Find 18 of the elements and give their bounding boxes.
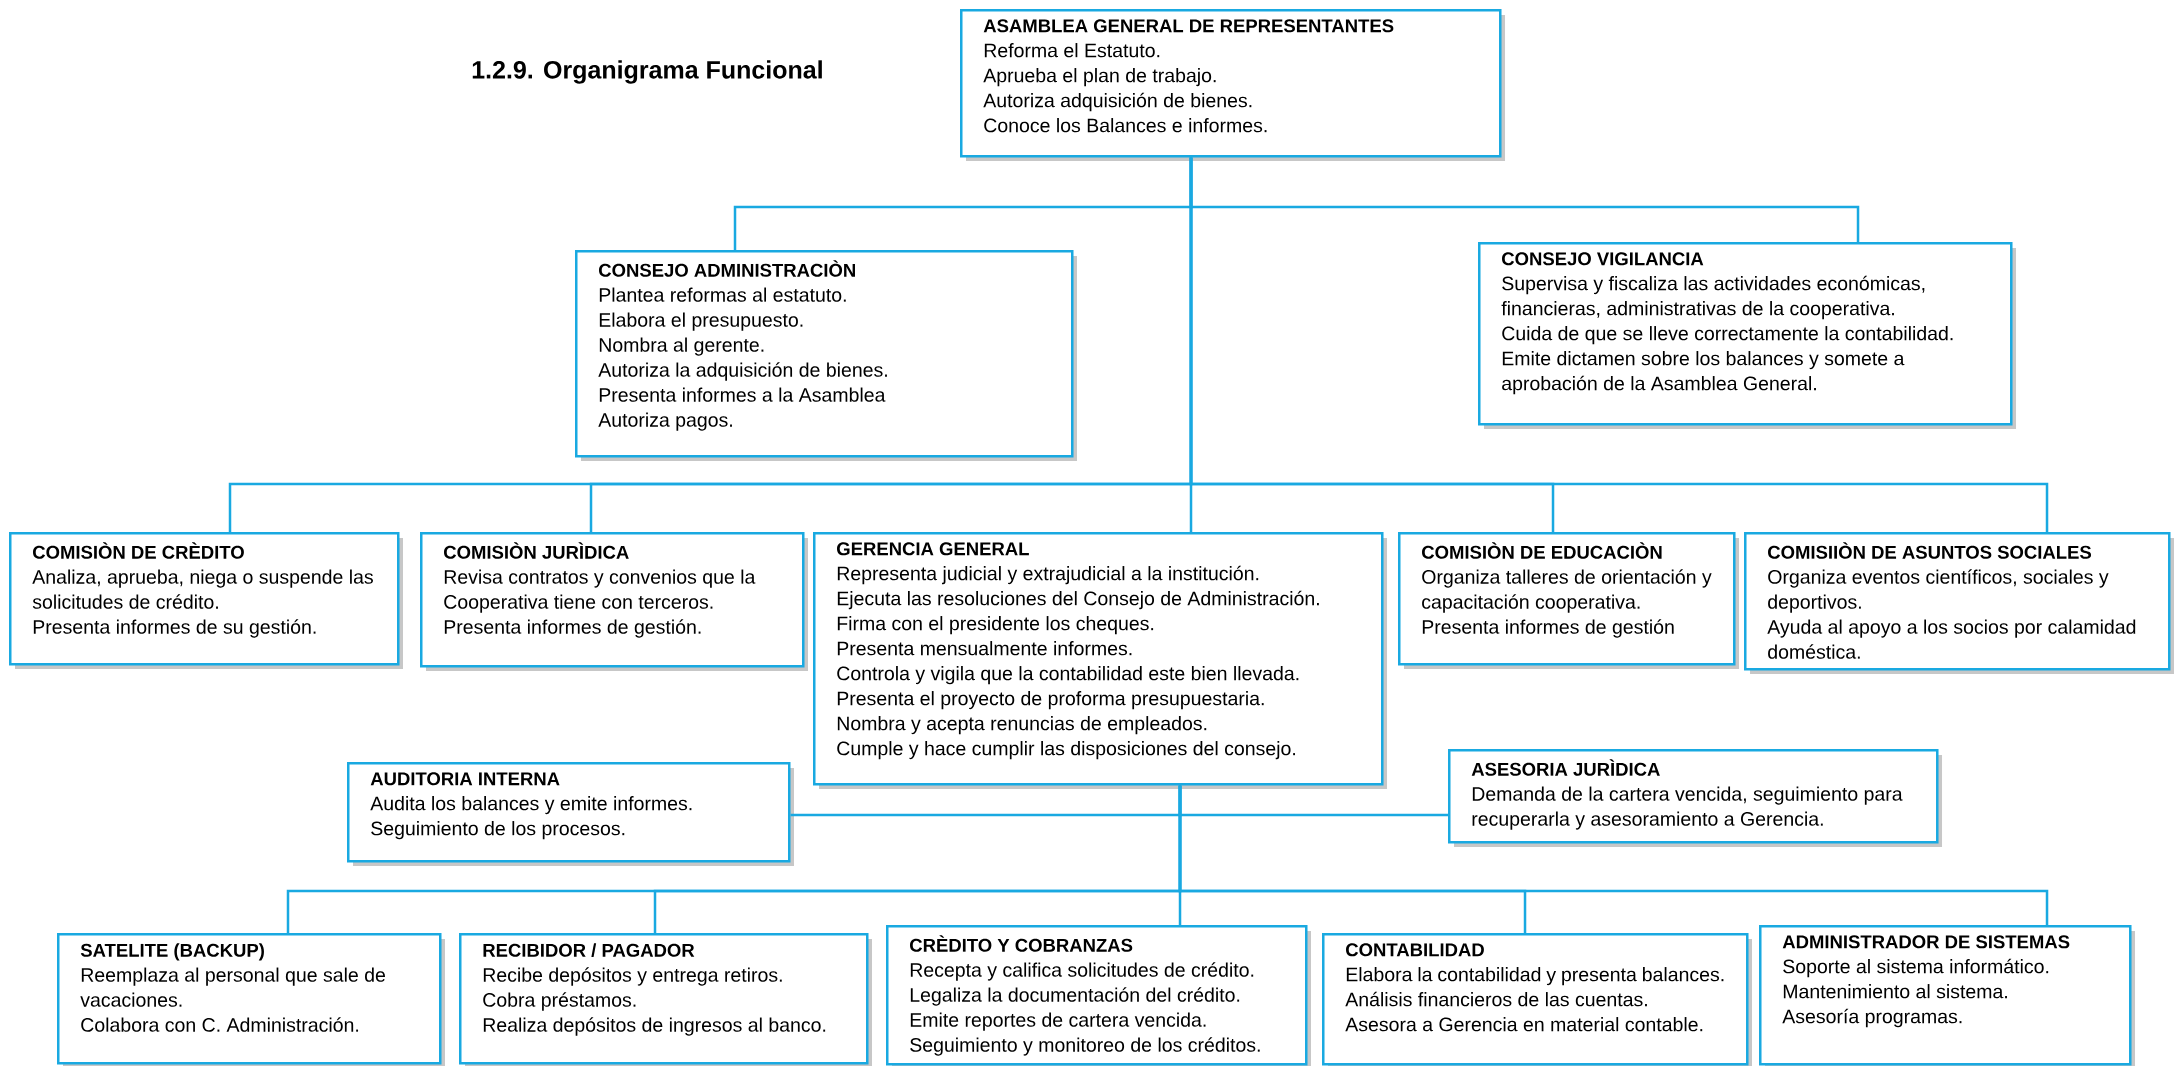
org-box: CONSEJO VIGILANCIA Supervisa y fiscaliza las actividades económicas, financieras, administrativas de la cooperativa. Cuida de que se lleve correctamente la contabilidad. Emite dictamen sobre los balances y somete a aprobación de la Asamblea General. <box>1478 242 2016 429</box>
org-box: COMISIÒN DE CRÈDITO Analiza, aprueba, niega o suspende las solicitudes de crédito. Presenta informes de su gestión. <box>9 532 403 669</box>
org-box: COMISIÒN DE EDUCACIÒN Organiza talleres de orientación y capacitación cooperativa. Presenta informes de gestión <box>1398 532 1739 669</box>
org-box: RECIBIDOR / PAGADOR Recibe depósitos y entrega retiros. Cobra préstamos. Realiza depósitos de ingresos al banco. <box>459 933 872 1066</box>
org-box: CRÈDITO Y COBRANZAS Recepta y califica solicitudes de crédito. Legaliza la documentación del crédito. Emite reportes de cartera vencida. Seguimiento y monitoreo de los créditos. <box>886 925 1311 1066</box>
org-box: GERENCIA GENERAL Representa judicial y extrajudicial a la institución. Ejecuta las resoluciones del Consejo de Administración. Firma con el presidente los cheques. Presenta mensualmente informes. Controla y vigila que la contabilidad este bien llevada. Presenta el proyecto de proforma presupuestaria. Nombra y acepta renuncias de empleados. Cumple y hace cumplir las disposiciones del consejo. <box>813 532 1387 789</box>
connector-line <box>1178 785 2049 925</box>
org-box: CONSEJO ADMINISTRACIÒN Plantea reformas al estatuto. Elabora el presupuesto. Nombra al gerente. Autoriza la adquisición de bienes. Presenta informes a la Asamblea Autoriza pagos. <box>575 250 1077 461</box>
org-box: COMISIÒN JURÌDICA Revisa contratos y convenios que la Cooperativa tiene con terceros. Presenta informes de gestión. <box>420 532 808 671</box>
org-box: CONTABILIDAD Elabora la contabilidad y presenta balances. Análisis financieros de las cuentas. Asesora a Gerencia en material contable. <box>1322 933 1752 1066</box>
heading: 1.2.9. Organigrama Funcional <box>472 60 822 84</box>
connector-line <box>1189 157 2049 532</box>
org-box: SATELITE (BACKUP) Reemplaza al personal que sale de vacaciones. Colabora con C. Administración. <box>57 933 445 1066</box>
org-box: ADMINISTRADOR DE SISTEMAS Soporte al sistema informático. Mantenimiento al sistema. Asesoría programas. <box>1759 925 2135 1066</box>
org-box: ASESORIA JURÌDICA Demanda de la cartera vencida, seguimiento para recuperarla y asesoramiento a Gerencia. <box>1448 749 1942 847</box>
org-box: AUDITORIA INTERNA Audita los balances y emite informes. Seguimiento de los procesos. <box>347 762 794 866</box>
org-box: ASAMBLEA GENERAL DE REPRESENTANTES Reforma el Estatuto. Aprueba el plan de trabajo. Autoriza adquisición de bienes. Conoce los Balances e informes. <box>960 9 1505 161</box>
org-box: COMISIIÒN DE ASUNTOS SOCIALES Organiza eventos científicos, sociales y deportivos. Ayuda al apoyo a los socios por calamidad doméstica. <box>1744 532 2174 674</box>
